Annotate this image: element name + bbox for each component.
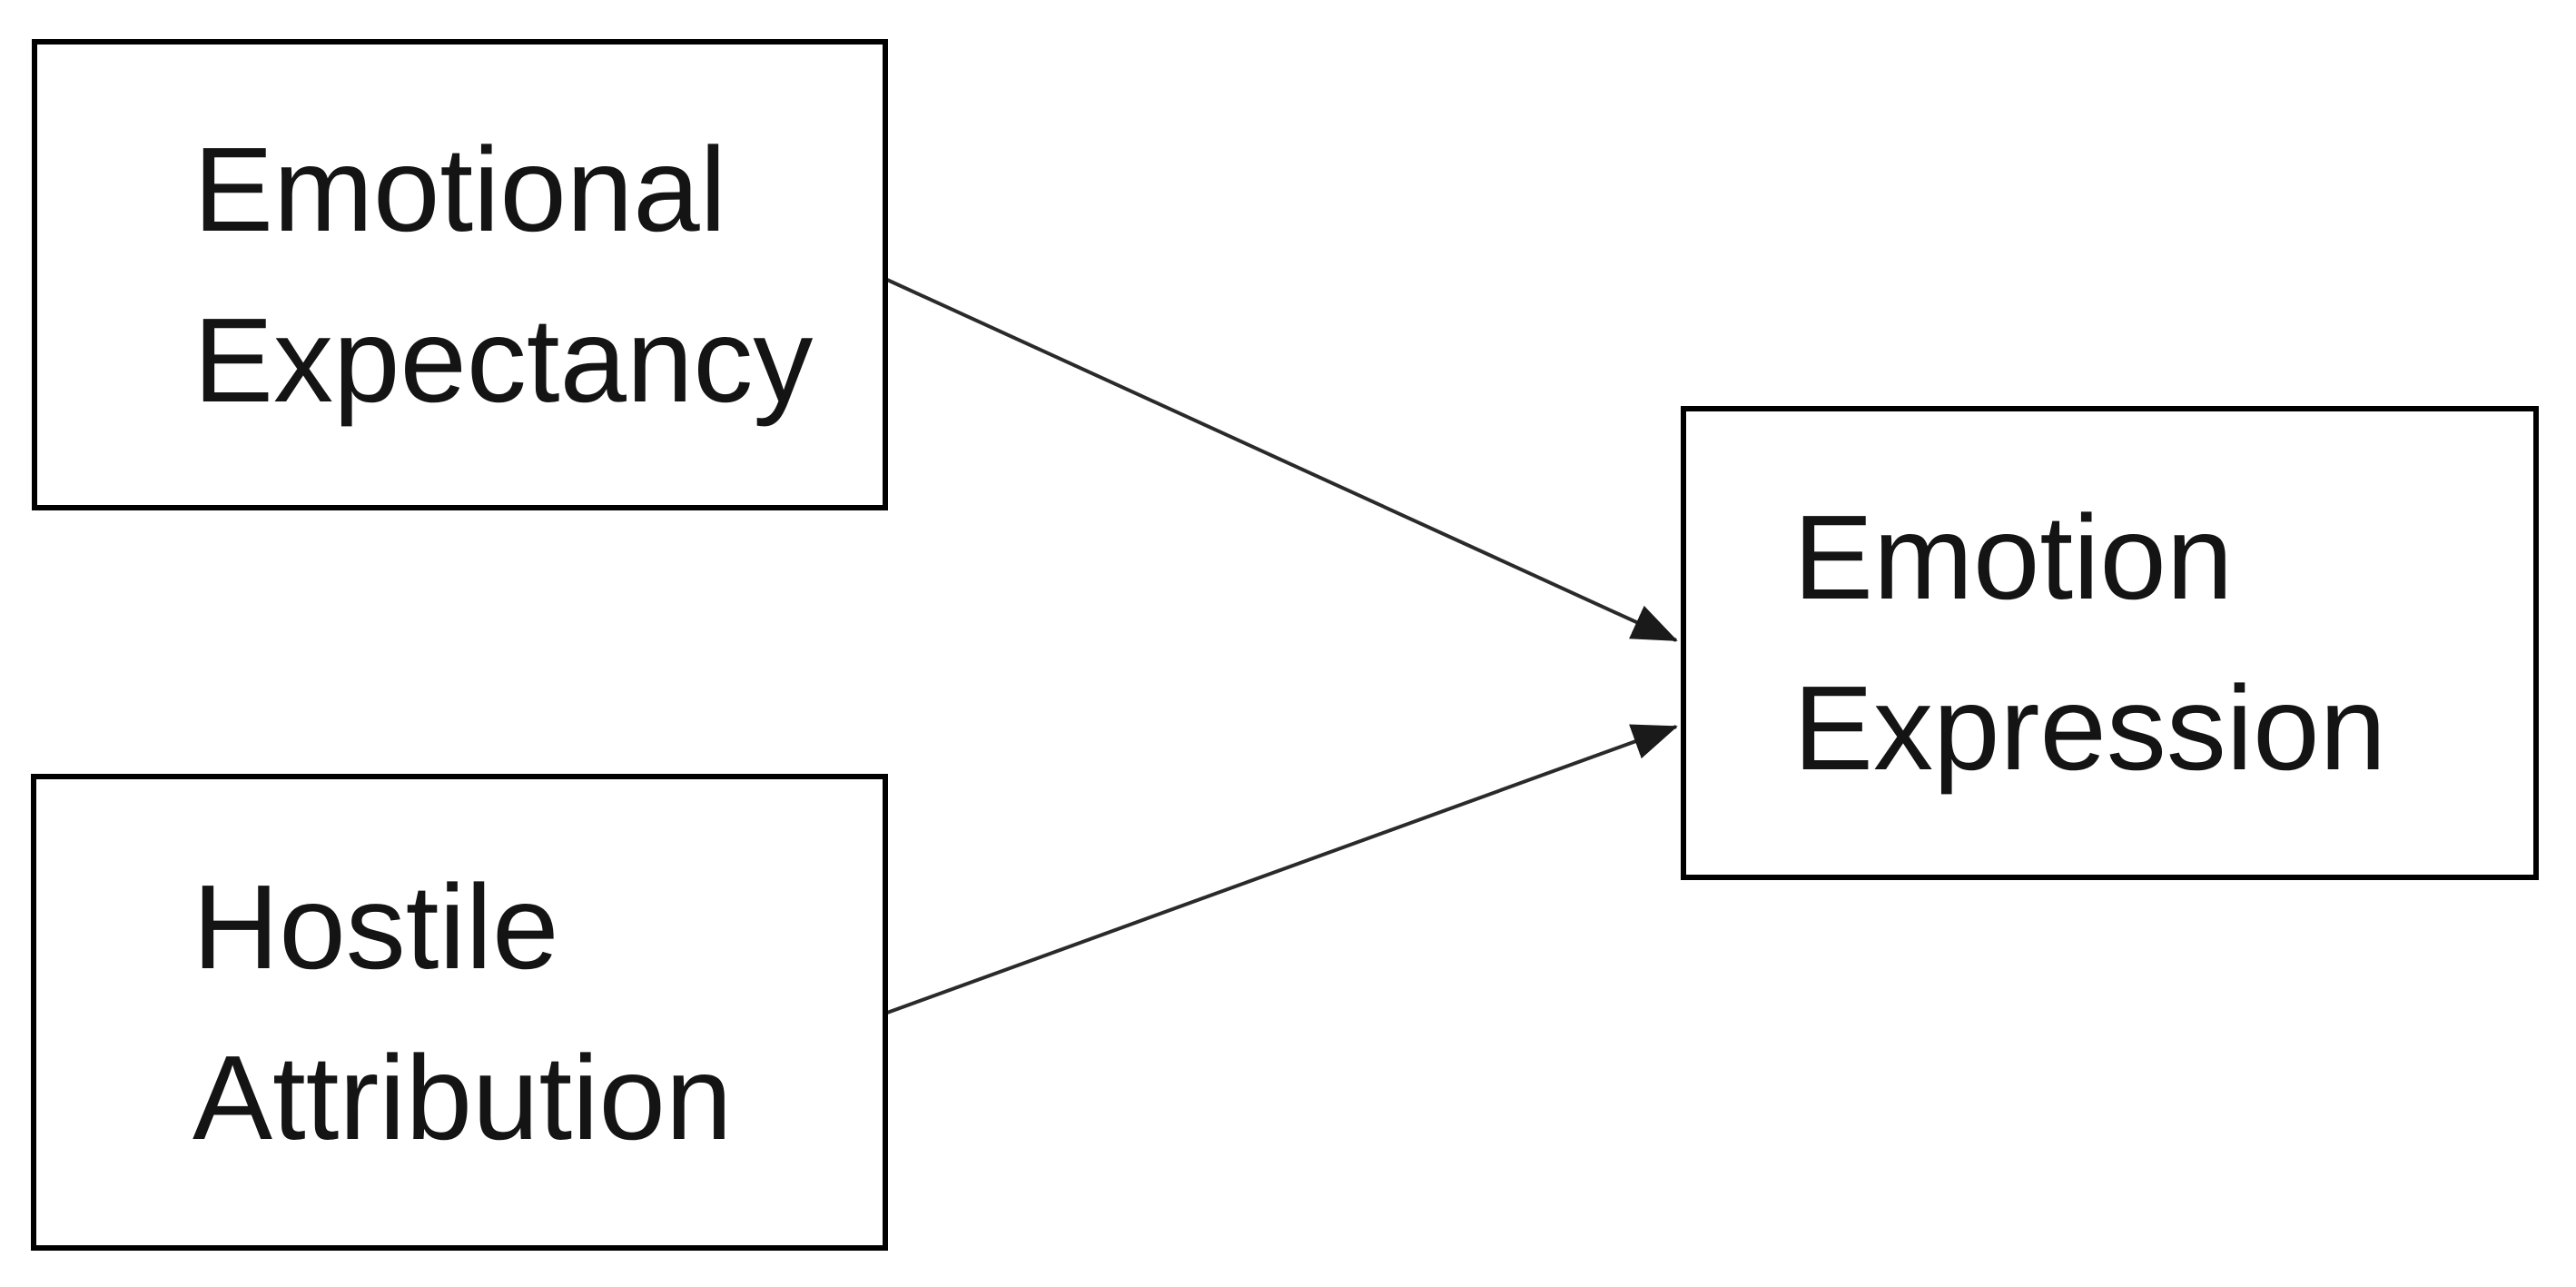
node-label-line: Emotion <box>1793 490 2234 624</box>
node-label-line: Emotional <box>193 122 726 256</box>
arrow-hostile-attribution-to-emotion-expression <box>886 724 1678 1015</box>
node-label-line: Expectancy <box>193 292 814 427</box>
node-label-line: Expression <box>1793 661 2386 795</box>
node-label-line: Attribution <box>192 1030 733 1164</box>
arrow-emotional-expectancy-to-emotion-expression <box>886 278 1678 642</box>
node-emotion-expression: Emotion Expression <box>1681 406 2539 880</box>
node-hostile-attribution: Hostile Attribution <box>31 774 888 1251</box>
node-label-line: Hostile <box>192 859 559 994</box>
node-emotional-expectancy: Emotional Expectancy <box>32 39 888 510</box>
